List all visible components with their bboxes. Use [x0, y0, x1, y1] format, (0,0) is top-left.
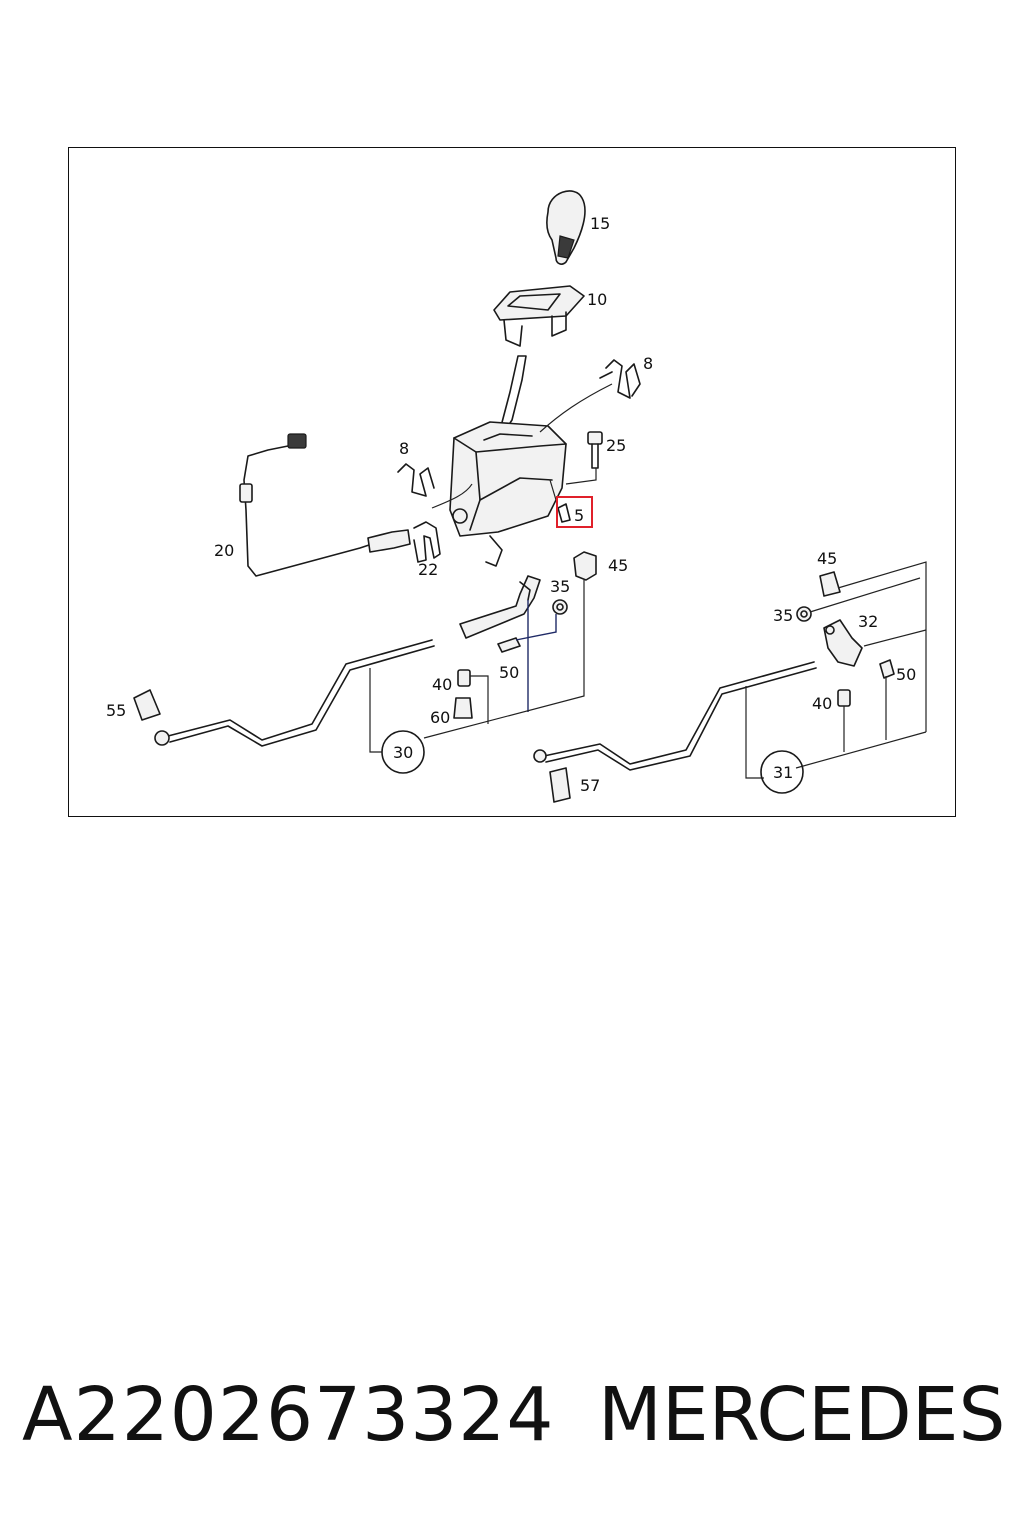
callout-32: 32 — [858, 612, 878, 631]
cable-part — [239, 433, 411, 577]
leader-rod-31 — [745, 686, 764, 779]
callout-45-right: 45 — [817, 549, 837, 568]
leader-45-right — [837, 561, 927, 732]
nut-40-right — [837, 689, 851, 707]
callout-5: 5 — [574, 506, 584, 525]
diagram-frame — [68, 147, 956, 817]
arrow-line-left — [431, 483, 473, 509]
callout-30: 30 — [393, 743, 413, 762]
part-5 — [557, 503, 571, 523]
pin-50-left — [497, 637, 521, 653]
callout-35-left: 35 — [550, 577, 570, 596]
footer: A2202673324 MERCEDES — [0, 1372, 1024, 1472]
lever-32 — [823, 619, 863, 667]
callout-10: 10 — [587, 290, 607, 309]
group-circle-31 — [760, 750, 804, 794]
bushing-35-right — [796, 606, 812, 622]
leader-25 — [565, 468, 597, 485]
highlight-box — [556, 496, 593, 528]
shifter-housing-part — [449, 421, 567, 567]
leader-40-30 — [470, 675, 489, 724]
leader-45-30 — [423, 580, 585, 739]
bracket-45-right — [819, 571, 841, 597]
clip-part-22 — [413, 521, 441, 563]
brand-name: MERCEDES — [598, 1372, 1006, 1458]
bracket-45-left — [573, 551, 597, 581]
callout-50-right: 50 — [896, 665, 916, 684]
callout-40-left: 40 — [432, 675, 452, 694]
callout-57: 57 — [580, 776, 600, 795]
nut-40-left — [457, 669, 471, 687]
linkage-rod-left — [154, 639, 435, 747]
leader-rod-30 — [369, 668, 382, 753]
leader-32-right — [863, 629, 927, 647]
gear-knob-part — [546, 190, 586, 265]
callout-15: 15 — [590, 214, 610, 233]
callout-40-right: 40 — [812, 694, 832, 713]
callout-60: 60 — [430, 708, 450, 727]
callout-25: 25 — [606, 436, 626, 455]
arrow-line-upper — [539, 383, 613, 433]
callout-31: 31 — [773, 763, 793, 782]
clip-part-left — [397, 463, 435, 497]
clip-55 — [133, 689, 161, 721]
selector-lever-part — [459, 575, 541, 639]
callout-55: 55 — [106, 701, 126, 720]
shift-lever-part — [499, 355, 527, 433]
callout-8-left: 8 — [399, 439, 409, 458]
clip-part-upper — [599, 359, 641, 399]
linkage-rod-right — [533, 661, 817, 771]
leader-35-right — [809, 577, 921, 613]
clip-57 — [549, 767, 571, 803]
nut-60-left — [453, 697, 473, 719]
bolt-part — [587, 431, 603, 469]
leader-31 — [795, 731, 927, 769]
part-number: A2202673324 — [22, 1372, 555, 1458]
trim-bezel-part — [493, 285, 585, 347]
callout-20: 20 — [214, 541, 234, 560]
callout-45-left: 45 — [608, 556, 628, 575]
pin-50-right — [879, 659, 895, 679]
callout-50-left: 50 — [499, 663, 519, 682]
callout-8-upper: 8 — [643, 354, 653, 373]
group-circle-30 — [381, 730, 425, 774]
leader-5 — [549, 479, 557, 501]
bushing-35-left — [552, 599, 568, 615]
callout-22: 22 — [418, 560, 438, 579]
callout-35-right: 35 — [773, 606, 793, 625]
leader-35-50 — [515, 614, 557, 641]
